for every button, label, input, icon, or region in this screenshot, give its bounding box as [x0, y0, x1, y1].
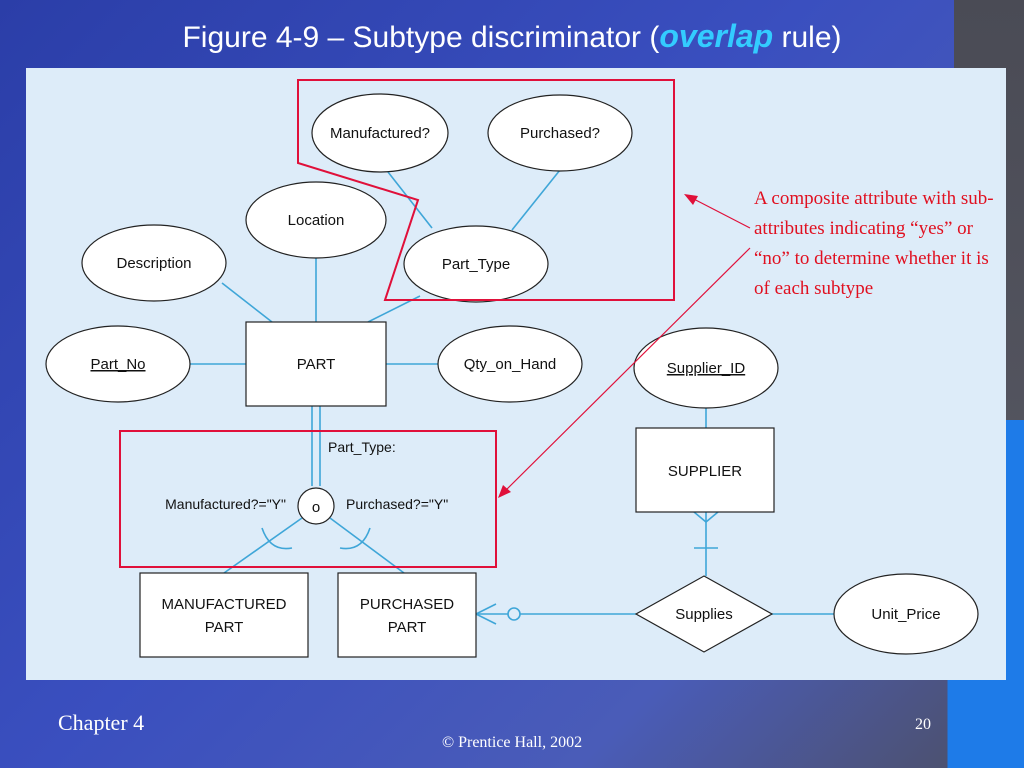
subset-arc-right: [339, 527, 371, 550]
optional-circle: [507, 607, 521, 621]
entity-supplier: [635, 427, 775, 513]
entity-manufactured-part-line2: PART: [205, 619, 244, 636]
attr-description-label: Description: [116, 255, 191, 272]
highlight-composite-attribute: [297, 79, 675, 301]
slide-title: Figure 4-9 – Subtype discriminator (over…: [0, 18, 1024, 55]
arrow-to-discriminator: [501, 247, 751, 495]
crowfoot-a: [693, 511, 707, 523]
attr-manufactured: [311, 93, 449, 173]
crowfoot-d: [475, 613, 497, 625]
entity-part: [245, 321, 387, 407]
attr-supplier-id: [633, 327, 779, 409]
entity-manufactured-part: [139, 572, 309, 658]
footer-copyright: © Prentice Hall, 2002: [441, 734, 583, 751]
attr-unit-price-label: Unit_Price: [871, 606, 940, 623]
title-emphasis: overlap: [659, 18, 774, 54]
attr-qty-on-hand: [437, 325, 583, 403]
overlap-symbol: o: [312, 499, 320, 516]
entity-part-label: PART: [297, 356, 336, 373]
entity-purchased-part-line2: PART: [388, 619, 427, 636]
entity-purchased-part: [337, 572, 477, 658]
annotation-text: A composite attribute with sub-attribute…: [754, 188, 994, 299]
attr-description: [81, 224, 227, 302]
entity-supplier-label: SUPPLIER: [668, 463, 742, 480]
arrow-to-composite: [685, 194, 751, 229]
discriminator-label: Part_Type:: [328, 439, 396, 455]
footer-chapter: Chapter 4: [58, 710, 145, 735]
line-description-part: [221, 282, 273, 323]
entity-purchased-part-line1: PURCHASED: [360, 596, 454, 613]
attr-part-no-label: Part_No: [90, 356, 145, 373]
relationship-supplies-label: Supplies: [675, 606, 733, 623]
arrow-to-discriminator-head: [498, 485, 511, 498]
crowfoot-c: [475, 603, 497, 615]
discriminator-left-condition: Manufactured?="Y": [165, 496, 286, 512]
title-suffix: rule): [773, 21, 842, 54]
attr-purchased: [487, 94, 633, 172]
title-prefix: Figure 4-9 – Subtype discriminator (: [182, 21, 660, 54]
attr-part-no: [45, 325, 191, 403]
entity-manufactured-part-line1: MANUFACTURED: [161, 596, 286, 613]
attr-unit-price: [833, 573, 979, 655]
page-number: 20: [915, 716, 931, 733]
arrow-to-composite-head: [684, 194, 698, 205]
attr-qty-on-hand-label: Qty_on_Hand: [464, 356, 557, 373]
attr-part-type: [403, 225, 549, 303]
attr-supplier-id-label: Supplier_ID: [667, 360, 746, 377]
line-purchased-parttype: [511, 169, 561, 231]
attr-manufactured-label: Manufactured?: [330, 125, 430, 142]
attr-purchased-label: Purchased?: [520, 125, 600, 142]
attr-location: [245, 181, 387, 259]
discriminator-right-condition: Purchased?="Y": [346, 496, 448, 512]
line-disc-manufactured: [223, 517, 303, 574]
crowfoot-b: [705, 511, 719, 523]
highlight-discriminator: [119, 430, 497, 568]
line-disc-purchased: [329, 517, 405, 574]
relationship-supplies: [634, 575, 774, 653]
attr-part-type-label: Part_Type: [442, 256, 510, 273]
attr-location-label: Location: [288, 212, 345, 229]
line-manufactured-parttype: [387, 171, 433, 229]
subset-arc-left: [261, 527, 293, 550]
overlap-symbol-circle: [297, 487, 335, 525]
